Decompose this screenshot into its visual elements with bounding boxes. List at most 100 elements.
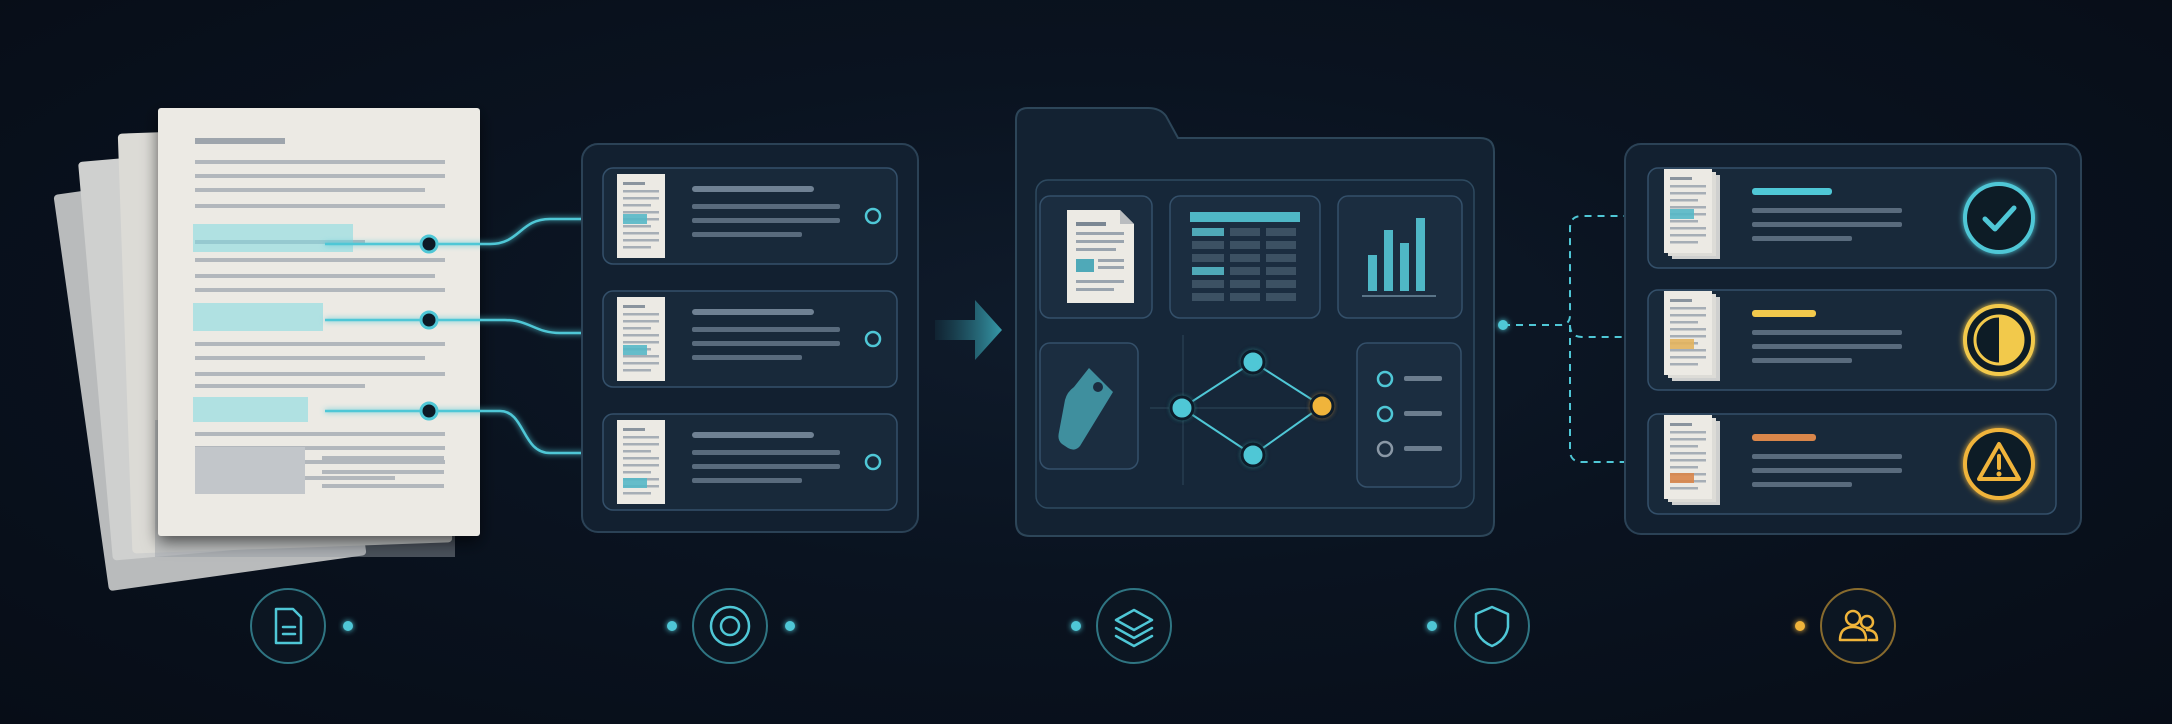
page-text-line <box>195 188 425 192</box>
timeline <box>60 588 2110 664</box>
extraction-panel <box>581 143 919 533</box>
extracted-card <box>602 167 898 265</box>
thumb-line <box>623 190 659 193</box>
thumb-line <box>1670 299 1692 302</box>
graph-node <box>1240 442 1266 468</box>
card-text-bar <box>692 232 802 237</box>
page-text-line <box>195 174 445 178</box>
extracted-card-frame <box>602 290 898 388</box>
thumb-line <box>1670 199 1698 202</box>
page-text-line <box>195 384 365 388</box>
thumb-sheet <box>1664 415 1712 499</box>
module-checklist <box>1356 342 1462 488</box>
thumb-sheet <box>1664 291 1712 375</box>
node-1 <box>419 234 439 254</box>
dashed-connector-top <box>1503 215 1634 326</box>
target-icon <box>709 605 751 647</box>
result-text-bar <box>1752 330 1902 335</box>
page-text-line <box>322 484 444 488</box>
thumb-line <box>1670 234 1706 237</box>
connector-2 <box>325 318 598 335</box>
stage-ring <box>1454 588 1530 664</box>
result-status-bar <box>1752 310 1816 317</box>
result-cards <box>1647 167 2057 515</box>
graph-edge <box>1181 407 1254 456</box>
document-thumbnail-icon <box>617 174 665 258</box>
result-card-flagged <box>1647 413 2057 515</box>
page-heading-line <box>195 138 285 144</box>
thumb-line <box>623 182 645 185</box>
highlight-1 <box>193 224 353 252</box>
warning-icon <box>1963 428 2035 500</box>
graph-edge <box>1181 361 1254 409</box>
module-chart <box>1337 195 1463 319</box>
graph-node <box>1309 393 1335 419</box>
result-text-bar <box>1752 482 1852 487</box>
doc-line <box>1098 266 1124 269</box>
card-title-bar <box>692 186 814 192</box>
shield-icon <box>1474 605 1510 648</box>
thumb-line <box>623 334 659 337</box>
page-text-line <box>195 446 445 450</box>
document-thumbnail-icon <box>1664 291 1720 381</box>
user-body <box>1838 625 1868 642</box>
checklist-line <box>1404 446 1442 451</box>
table-cell <box>1192 228 1224 236</box>
table-header <box>1190 212 1300 222</box>
thumb-line <box>1670 459 1706 462</box>
card-text-bar <box>692 218 840 223</box>
graph-edge <box>1252 361 1323 407</box>
thumb-line <box>1670 423 1692 426</box>
thumb-line <box>623 436 659 439</box>
page-text-line <box>195 432 445 436</box>
user-body-2 <box>1865 628 1879 642</box>
timeline-dot <box>1071 621 1081 631</box>
checklist-bullet <box>1376 370 1394 388</box>
module-document <box>1039 195 1153 319</box>
result-text-bar <box>1752 358 1852 363</box>
highlight-3 <box>193 397 308 422</box>
table-cell <box>1192 280 1224 288</box>
thumb-line <box>623 320 659 323</box>
card-title-bar <box>692 309 814 315</box>
thumb-sheet <box>617 420 665 504</box>
card-text-bar <box>692 450 840 455</box>
thumb-line <box>1670 356 1706 359</box>
thumb-highlight <box>623 214 647 224</box>
page-text-line <box>195 258 445 262</box>
doc-line <box>1076 248 1116 251</box>
stage-ring <box>692 588 768 664</box>
page-text-line <box>195 204 445 208</box>
thumb-highlight <box>623 478 647 488</box>
thumb-line <box>623 197 659 200</box>
thumb-sheet <box>617 297 665 381</box>
page-text-line <box>195 460 445 464</box>
doc-image <box>1076 259 1094 272</box>
result-card-frame <box>1647 167 2057 269</box>
thumb-line <box>1670 206 1706 209</box>
thumb-line <box>1670 363 1698 366</box>
result-text-bar <box>1752 468 1902 473</box>
users-icon <box>1838 609 1879 642</box>
document-thumbnail-icon <box>617 420 665 504</box>
page-image-block <box>195 447 305 494</box>
chart-bar <box>1416 218 1425 291</box>
half-fill-glyph <box>1999 316 2023 364</box>
document-icon <box>1067 210 1134 303</box>
layer-bottom <box>1114 634 1154 648</box>
results-panel <box>1624 143 2082 535</box>
thumb-line <box>1670 220 1698 223</box>
thumb-line <box>623 239 659 242</box>
source-document-stack <box>53 108 480 591</box>
table-cell <box>1192 293 1224 301</box>
thumb-line <box>623 457 659 460</box>
timeline-stage-2 <box>692 588 768 664</box>
table-cell <box>1230 280 1260 288</box>
thumb-line <box>623 313 659 316</box>
thumb-line <box>623 464 659 467</box>
result-status-bar <box>1752 188 1832 195</box>
table-icon <box>1190 212 1300 301</box>
thumb-line <box>1670 349 1706 352</box>
thumb-highlight <box>1670 339 1694 349</box>
